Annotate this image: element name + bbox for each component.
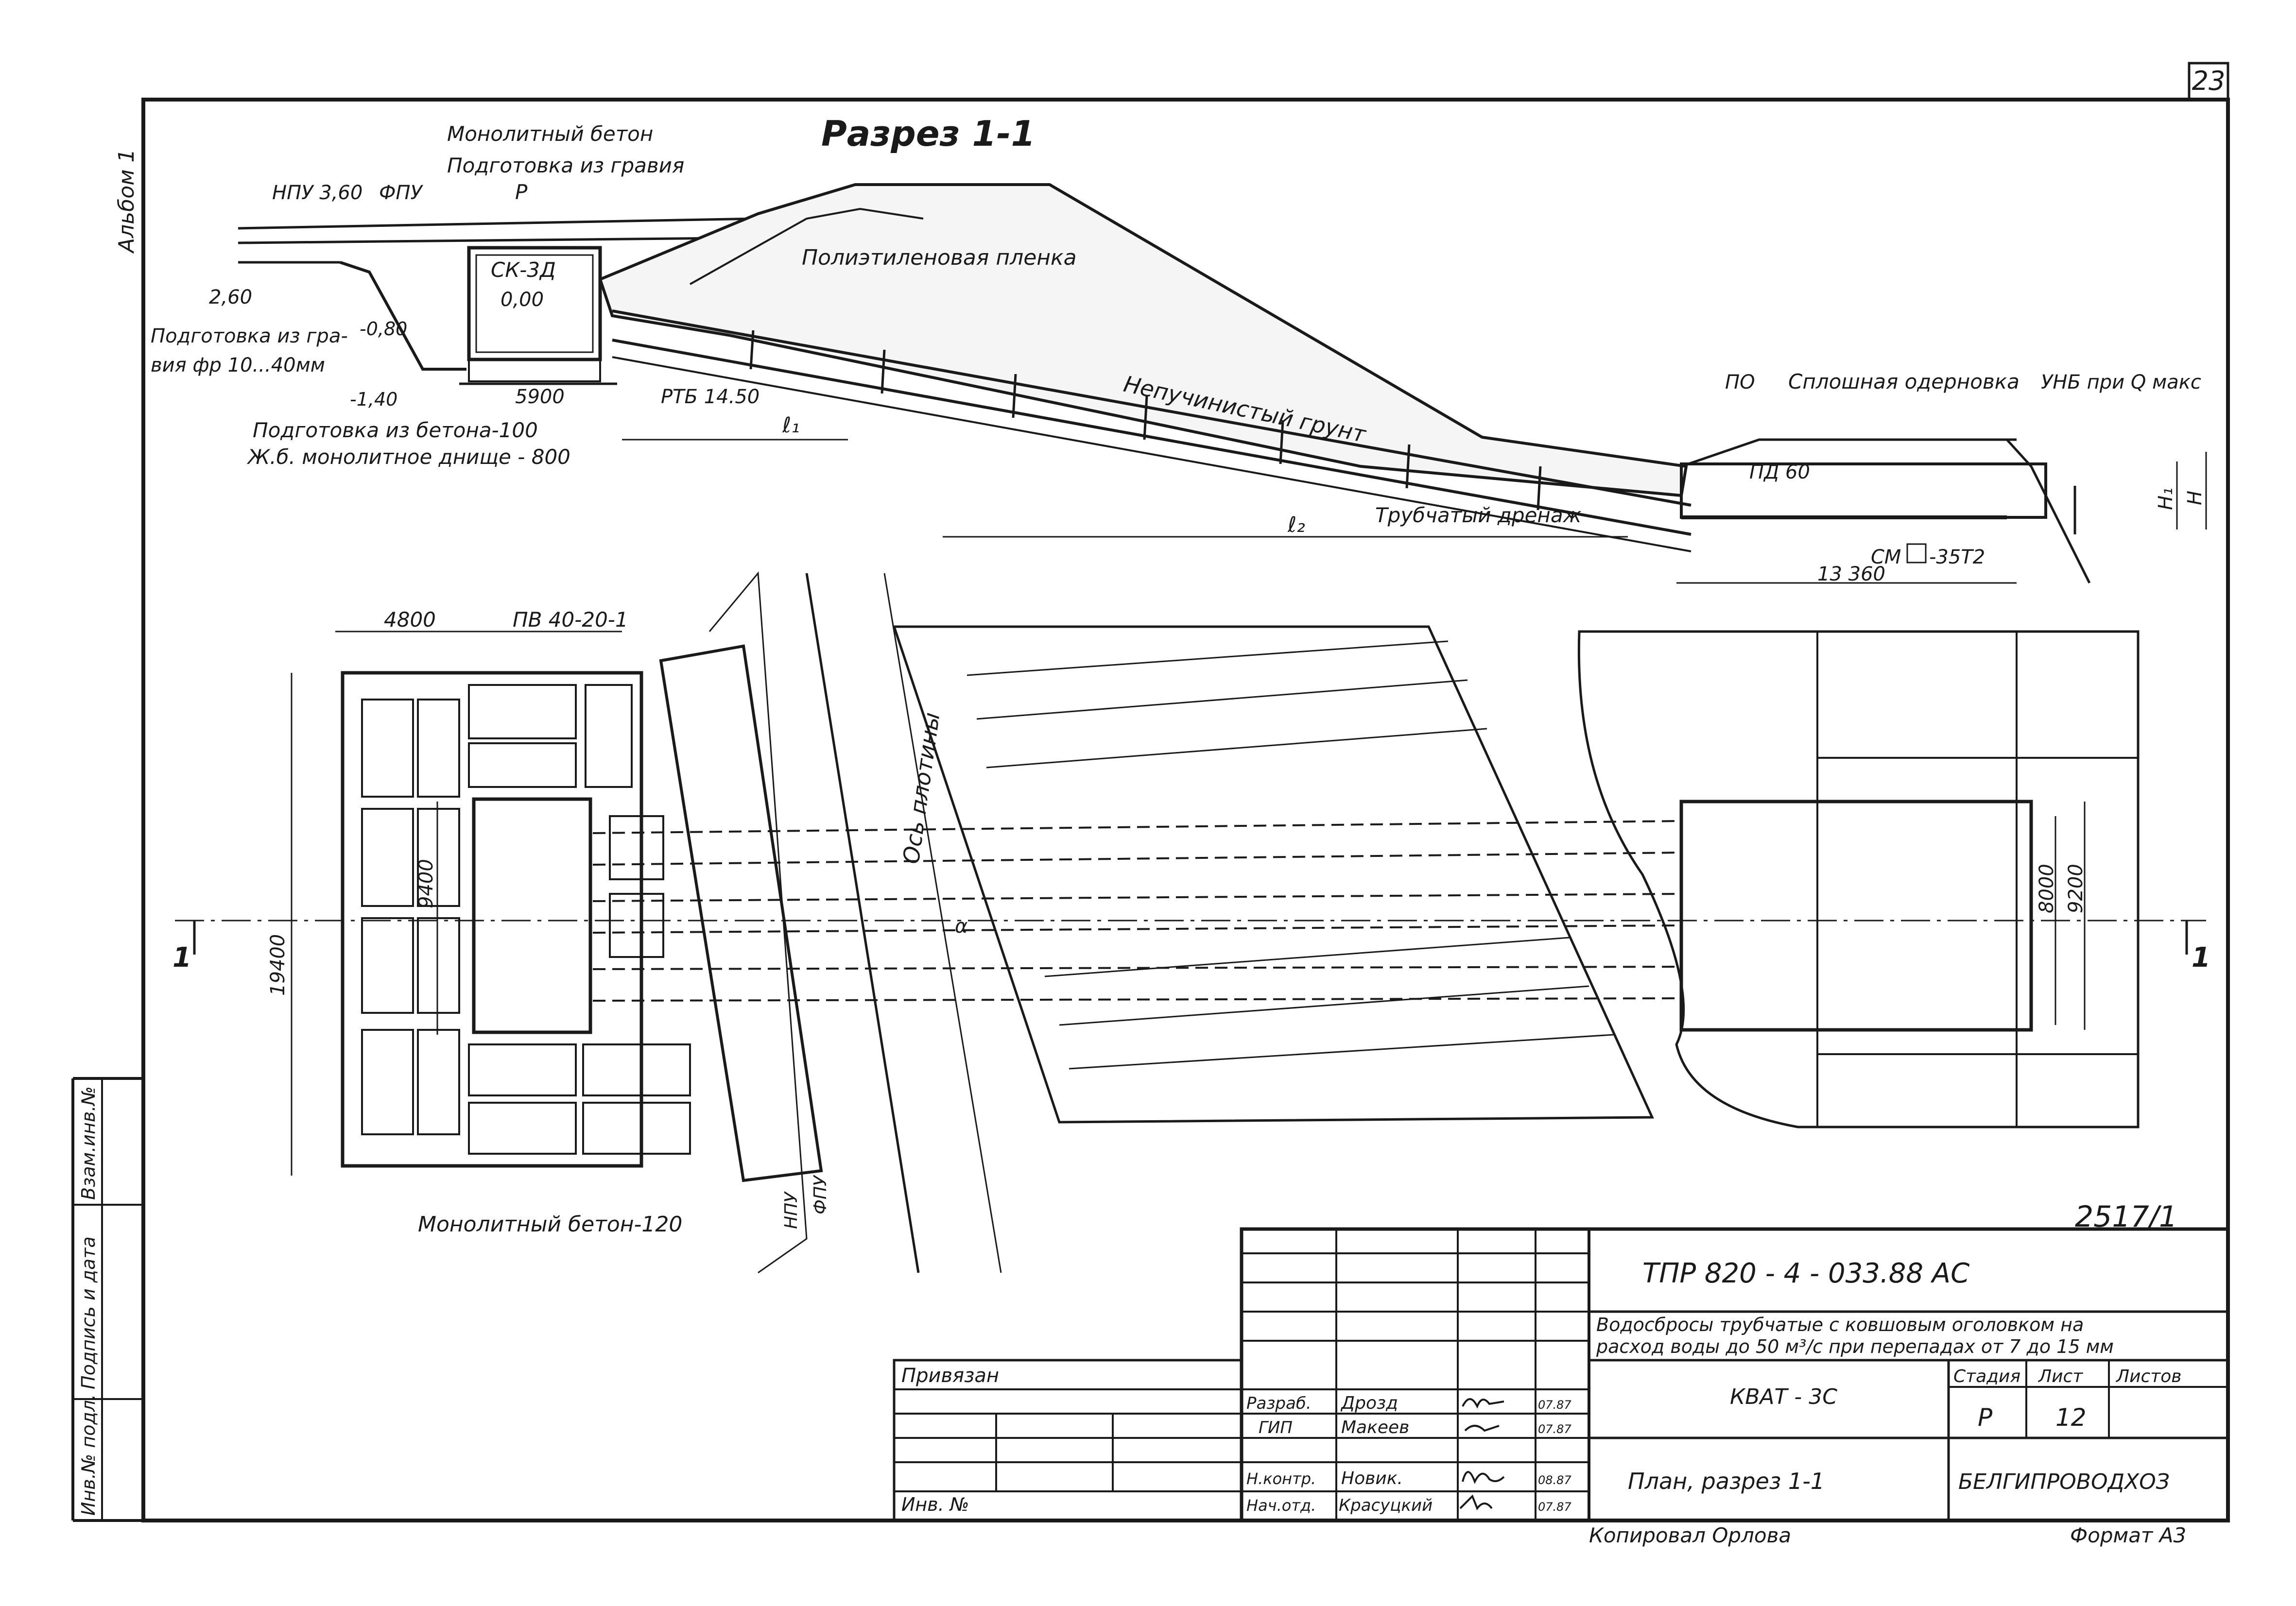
tb-name-2: Новик. bbox=[1341, 1469, 1403, 1488]
label-rc-bottom: Ж.б. монолитное днище - 800 bbox=[246, 445, 570, 469]
label-fpu: ФПУ bbox=[379, 182, 424, 204]
label-h: Н bbox=[2184, 491, 2206, 505]
tb-org: БЕЛГИПРОВОДХОЗ bbox=[1958, 1469, 2170, 1494]
label-unb: УНБ при Q макс bbox=[2041, 371, 2201, 393]
label-concrete-prep: Подготовка из бетона-100 bbox=[253, 418, 538, 442]
tb-date-0: 07.87 bbox=[1538, 1398, 1571, 1412]
tb-copied: Копировал Орлова bbox=[1589, 1523, 1791, 1547]
plan-drawing bbox=[175, 571, 2206, 1274]
label-p: Р bbox=[515, 180, 528, 204]
plan-fpu: ФПУ bbox=[811, 1175, 830, 1214]
sheet-number: 23 bbox=[2192, 66, 2226, 96]
tb-role-0: Разраб. bbox=[1246, 1394, 1312, 1413]
plan-dim-9400: 9400 bbox=[415, 859, 437, 908]
signature-marks bbox=[1459, 1398, 1505, 1511]
plan-dim-19400: 19400 bbox=[267, 934, 289, 996]
plan-axis-dam: Ось плотины bbox=[898, 711, 945, 865]
tb-stage-header: Стадия bbox=[1953, 1367, 2020, 1386]
label-sm-code: -35Т2 bbox=[1929, 546, 1985, 568]
plan-cut-mark-right: 1 bbox=[2192, 942, 2210, 974]
tb-sheets-header: Листов bbox=[2115, 1367, 2181, 1386]
tb-format: Формат А3 bbox=[2070, 1523, 2186, 1547]
label-monolithic-concrete: Монолитный бетон bbox=[447, 122, 653, 146]
plan-monolithic-120: Монолитный бетон-120 bbox=[418, 1212, 682, 1237]
section-title: Разрез 1-1 bbox=[821, 113, 1036, 154]
label-dim-5900: 5900 bbox=[515, 386, 565, 408]
label-level-260: 2,60 bbox=[209, 286, 252, 308]
sm-box-symbol bbox=[1906, 543, 1927, 564]
tb-bound: Привязан bbox=[901, 1365, 999, 1387]
label-gravel-prep-2: вия фр 10...40мм bbox=[151, 354, 325, 376]
label-gravel-prep: Подготовка из гравия bbox=[447, 154, 684, 177]
tb-date-1: 07.87 bbox=[1538, 1422, 1571, 1436]
tb-sheet-header: Лист bbox=[2037, 1367, 2083, 1386]
label-po: ПО bbox=[1725, 371, 1755, 393]
label-pd60: ПД 60 bbox=[1749, 461, 1810, 483]
label-l2: ℓ₂ bbox=[1287, 513, 1305, 537]
tb-name-1: Макеев bbox=[1341, 1418, 1409, 1437]
plan-npu: НПУ bbox=[781, 1191, 801, 1229]
tb-sheet: 12 bbox=[2055, 1403, 2087, 1432]
label-h1: Н₁ bbox=[2155, 488, 2177, 510]
tb-date-2: 08.87 bbox=[1538, 1473, 1571, 1487]
tb-role-3: Нач.отд. bbox=[1246, 1496, 1316, 1515]
plan-alpha: α bbox=[955, 915, 967, 938]
tb-code: ТПР 820 - 4 - 033.88 АС bbox=[1642, 1258, 1969, 1289]
tb-stage: Р bbox=[1978, 1403, 1993, 1432]
label-sm: СМ bbox=[1871, 546, 1901, 568]
side-inv-orig: Инв.№ подл. bbox=[78, 1394, 99, 1516]
label-level-000: 0,00 bbox=[501, 289, 544, 311]
stamp-number: 2517/1 bbox=[2075, 1200, 2177, 1234]
plan-cut-mark-left: 1 bbox=[173, 942, 191, 974]
tb-sheet-name: План, разрез 1-1 bbox=[1628, 1468, 1825, 1494]
tb-description-1: Водосбросы трубчатые с ковшовым оголовко… bbox=[1596, 1314, 2084, 1335]
tb-role-2: Н.контр. bbox=[1246, 1469, 1316, 1488]
tb-name-3: Красуцкий bbox=[1339, 1496, 1433, 1515]
label-dim-13360: 13 360 bbox=[1817, 563, 1885, 585]
label-tube-drain: Трубчатый дренаж bbox=[1375, 503, 1582, 527]
label-poly-film: Полиэтиленовая пленка bbox=[802, 245, 1077, 270]
plan-dim-9200: 9200 bbox=[2065, 864, 2087, 913]
tb-inv-no: Инв. № bbox=[901, 1494, 969, 1515]
label-sk: СК-3Д bbox=[491, 258, 556, 282]
label-l1: ℓ₁ bbox=[782, 413, 800, 438]
side-repl-inv: Взам.инв.№ bbox=[78, 1086, 99, 1200]
tb-description-2: расход воды до 50 м³/с при перепадах от … bbox=[1596, 1336, 2114, 1357]
side-sign-date: Подпись и дата bbox=[78, 1236, 99, 1389]
plan-pv-label: ПВ 40-20-1 bbox=[513, 608, 628, 632]
tb-role-1: ГИП bbox=[1259, 1418, 1293, 1437]
tb-date-3: 07.87 bbox=[1538, 1500, 1571, 1514]
label-level-080: -0,80 bbox=[360, 318, 407, 340]
plan-dim-8000: 8000 bbox=[2036, 864, 2058, 913]
section-drawing bbox=[238, 183, 2207, 584]
label-rtb: РТБ 14.50 bbox=[661, 386, 760, 408]
tb-object: КВАТ - 3С bbox=[1730, 1384, 1837, 1409]
album-label: Альбом 1 bbox=[114, 149, 139, 254]
plan-dim-4800: 4800 bbox=[384, 608, 436, 632]
label-npu-level: НПУ 3,60 bbox=[272, 182, 363, 204]
title-block-grid bbox=[893, 1227, 2230, 1522]
label-gravel-prep-1: Подготовка из гра- bbox=[151, 325, 348, 347]
label-solid-sod: Сплошная одерновка bbox=[1788, 370, 2020, 393]
label-level-140: -1,40 bbox=[350, 389, 397, 410]
tb-name-0: Дрозд bbox=[1340, 1393, 1398, 1413]
